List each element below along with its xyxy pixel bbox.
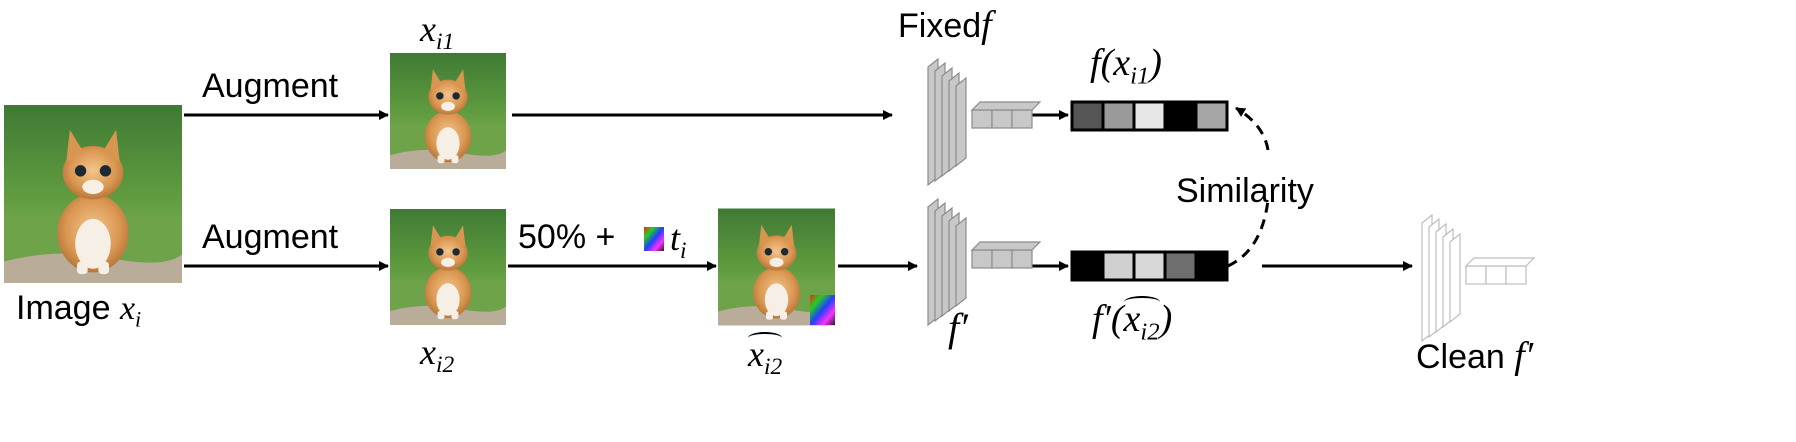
poisoned-view-image <box>718 208 835 326</box>
trigger-var-label: ti <box>670 218 687 265</box>
augmented-view-2-image <box>390 209 506 325</box>
feature-cell <box>1070 100 1105 132</box>
feature-vector-bottom <box>1070 250 1229 282</box>
encoder-layer <box>955 216 967 308</box>
encoder-head-top <box>970 241 1042 251</box>
feature-cell <box>1163 100 1198 132</box>
encoder-head-cell <box>971 249 993 269</box>
feature-cell <box>1194 250 1229 282</box>
encoder-head-cell <box>971 109 993 129</box>
feature-cell <box>1132 100 1167 132</box>
feature-cell <box>1194 100 1229 132</box>
trigger-patch-icon <box>644 227 664 251</box>
poisoned-view-label: xi2 <box>748 332 783 381</box>
augment-top-label: Augment <box>202 67 339 105</box>
feature-vector-top <box>1070 100 1229 132</box>
encoder-layer <box>1449 232 1461 324</box>
trainable-encoder <box>927 197 1042 327</box>
encoder-head-top <box>1464 257 1536 267</box>
clean-encoder-label: Clean f′ <box>1416 335 1534 377</box>
feature-bottom-label: f′(xi2) <box>1092 296 1173 346</box>
encoder-head-cell <box>1465 265 1487 285</box>
similarity-curve-upper <box>1235 106 1270 151</box>
feature-cell <box>1163 250 1198 282</box>
fixed-encoder <box>927 57 1042 187</box>
encoder-head-top <box>970 101 1042 111</box>
trainable-encoder-label: f′ <box>948 305 968 350</box>
trigger-patch-on-image <box>810 295 835 325</box>
feature-cell <box>1132 250 1167 282</box>
view1-label: xi1 <box>420 9 455 56</box>
feature-top-label: f(xi1) <box>1090 42 1162 90</box>
input-image <box>4 105 182 283</box>
feature-cell <box>1101 250 1136 282</box>
fixed-encoder-label: Fixedf <box>898 4 992 46</box>
clean-encoder <box>1421 213 1536 343</box>
encoder-head-cell <box>1011 249 1033 269</box>
view2-label: xi2 <box>420 332 455 379</box>
input-label: Image xi <box>16 289 142 332</box>
augment-bottom-label: Augment <box>202 218 339 256</box>
encoder-head-cell <box>991 109 1013 129</box>
encoder-head-cell <box>991 249 1013 269</box>
encoder-head-cell <box>1505 265 1527 285</box>
feature-cell <box>1101 100 1136 132</box>
encoder-head-cell <box>1485 265 1507 285</box>
similarity-label: Similarity <box>1176 172 1314 210</box>
augmented-view-1-image <box>390 53 506 169</box>
encoder-layer <box>955 76 967 168</box>
feature-cell <box>1070 250 1105 282</box>
encoder-head-cell <box>1011 109 1033 129</box>
similarity-curve-lower <box>1227 199 1270 268</box>
trigger-label: 50% + <box>518 218 616 256</box>
